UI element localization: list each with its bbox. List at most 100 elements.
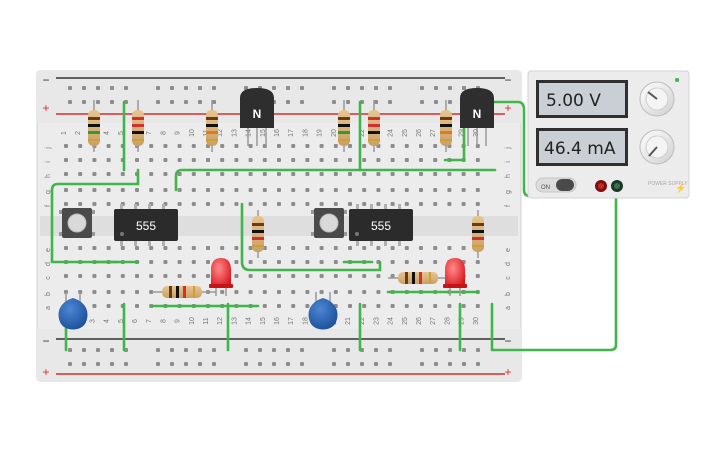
breadboard-hole[interactable] — [78, 158, 83, 162]
breadboard-hole[interactable] — [286, 348, 290, 352]
breadboard-hole[interactable] — [362, 188, 367, 192]
breadboard-hole[interactable] — [447, 172, 452, 176]
breadboard-hole[interactable] — [434, 86, 438, 90]
breadboard-hole[interactable] — [120, 188, 125, 192]
breadboard-hole[interactable] — [291, 260, 296, 264]
resistor-10[interactable] — [388, 272, 448, 284]
breadboard-hole[interactable] — [106, 172, 111, 176]
breadboard-hole[interactable] — [110, 86, 114, 90]
breadboard-hole[interactable] — [404, 158, 409, 162]
resistor-5[interactable] — [368, 100, 380, 152]
breadboard-hole[interactable] — [291, 274, 296, 278]
resistor-4[interactable] — [338, 100, 350, 152]
breadboard-hole[interactable] — [332, 100, 336, 104]
breadboard-hole[interactable] — [419, 246, 423, 250]
breadboard-hole[interactable] — [149, 172, 154, 176]
breadboard-hole[interactable] — [333, 172, 338, 176]
breadboard-hole[interactable] — [374, 100, 378, 104]
breadboard-hole[interactable] — [135, 304, 139, 308]
breadboard-hole[interactable] — [149, 290, 154, 294]
breadboard-hole[interactable] — [92, 304, 97, 308]
breadboard-hole[interactable] — [305, 290, 310, 294]
breadboard-hole[interactable] — [277, 304, 281, 308]
breadboard-hole[interactable] — [332, 86, 336, 90]
breadboard-hole[interactable] — [106, 274, 111, 278]
breadboard-hole[interactable] — [362, 246, 367, 250]
breadboard-hole[interactable] — [106, 158, 111, 162]
breadboard-hole[interactable] — [291, 172, 296, 176]
breadboard-hole[interactable] — [170, 100, 174, 104]
breadboard-hole[interactable] — [156, 86, 160, 90]
breadboard-hole[interactable] — [220, 144, 225, 148]
current-knob[interactable] — [639, 129, 675, 165]
breadboard-hole[interactable] — [434, 362, 438, 366]
breadboard-hole[interactable] — [156, 362, 160, 366]
breadboard-hole[interactable] — [272, 362, 276, 366]
breadboard-hole[interactable] — [234, 144, 239, 148]
breadboard-hole[interactable] — [64, 274, 68, 278]
breadboard-hole[interactable] — [348, 188, 352, 192]
wire-supply-negative[interactable] — [490, 184, 618, 352]
breadboard-hole[interactable] — [374, 348, 378, 352]
breadboard-hole[interactable] — [332, 348, 336, 352]
breadboard-hole[interactable] — [362, 290, 367, 294]
breadboard-hole[interactable] — [110, 100, 114, 104]
breadboard-hole[interactable] — [68, 100, 72, 104]
breadboard-hole[interactable] — [333, 188, 338, 192]
breadboard-hole[interactable] — [376, 246, 381, 250]
breadboard-hole[interactable] — [404, 172, 409, 176]
breadboard-hole[interactable] — [212, 348, 216, 352]
breadboard-hole[interactable] — [272, 348, 276, 352]
breadboard-hole[interactable] — [404, 188, 409, 192]
breadboard-hole[interactable] — [462, 86, 466, 90]
breadboard-hole[interactable] — [376, 172, 381, 176]
breadboard-hole[interactable] — [475, 274, 480, 278]
breadboard-hole[interactable] — [149, 144, 154, 148]
breadboard-hole[interactable] — [390, 260, 395, 264]
breadboard-hole[interactable] — [244, 362, 248, 366]
breadboard-hole[interactable] — [286, 100, 290, 104]
breadboard-hole[interactable] — [191, 274, 196, 278]
breadboard-hole[interactable] — [475, 304, 480, 308]
breadboard-hole[interactable] — [291, 290, 296, 294]
breadboard-hole[interactable] — [78, 172, 83, 176]
breadboard-hole[interactable] — [184, 362, 188, 366]
breadboard-hole[interactable] — [262, 274, 267, 278]
breadboard-hole[interactable] — [248, 274, 253, 278]
breadboard-hole[interactable] — [106, 246, 111, 250]
breadboard-hole[interactable] — [191, 172, 196, 176]
breadboard-hole[interactable] — [78, 188, 83, 192]
wires[interactable] — [50, 100, 618, 352]
breadboard-hole[interactable] — [404, 144, 409, 148]
breadboard-hole[interactable] — [244, 86, 248, 90]
breadboard-hole[interactable] — [262, 158, 267, 162]
breadboard-hole[interactable] — [135, 290, 139, 294]
breadboard-hole[interactable] — [170, 362, 174, 366]
breadboard-hole[interactable] — [212, 100, 216, 104]
breadboard-hole[interactable] — [433, 188, 438, 192]
breadboard-hole[interactable] — [149, 246, 154, 250]
breadboard-hole[interactable] — [447, 246, 452, 250]
breadboard-hole[interactable] — [376, 158, 381, 162]
transistor-2[interactable]: N — [460, 88, 494, 146]
resistor-7[interactable] — [252, 210, 264, 258]
wire-top-bridge[interactable] — [174, 168, 497, 192]
breadboard-hole[interactable] — [258, 362, 262, 366]
breadboard-hole[interactable] — [476, 362, 480, 366]
breadboard-hole[interactable] — [376, 290, 381, 294]
timer-chip-1[interactable]: 555 — [114, 204, 178, 246]
breadboard-hole[interactable] — [346, 86, 350, 90]
breadboard-hole[interactable] — [64, 246, 68, 250]
breadboard-hole[interactable] — [461, 304, 466, 308]
breadboard-hole[interactable] — [191, 188, 196, 192]
breadboard-hole[interactable] — [177, 260, 182, 264]
breadboard-hole[interactable] — [362, 158, 367, 162]
breadboard-hole[interactable] — [262, 260, 267, 264]
breadboard-hole[interactable] — [404, 260, 409, 264]
breadboard-hole[interactable] — [462, 362, 466, 366]
breadboard-hole[interactable] — [82, 348, 86, 352]
breadboard-hole[interactable] — [319, 202, 324, 206]
breadboard-hole[interactable] — [184, 100, 188, 104]
breadboard-hole[interactable] — [390, 158, 395, 162]
breadboard-hole[interactable] — [234, 158, 239, 162]
